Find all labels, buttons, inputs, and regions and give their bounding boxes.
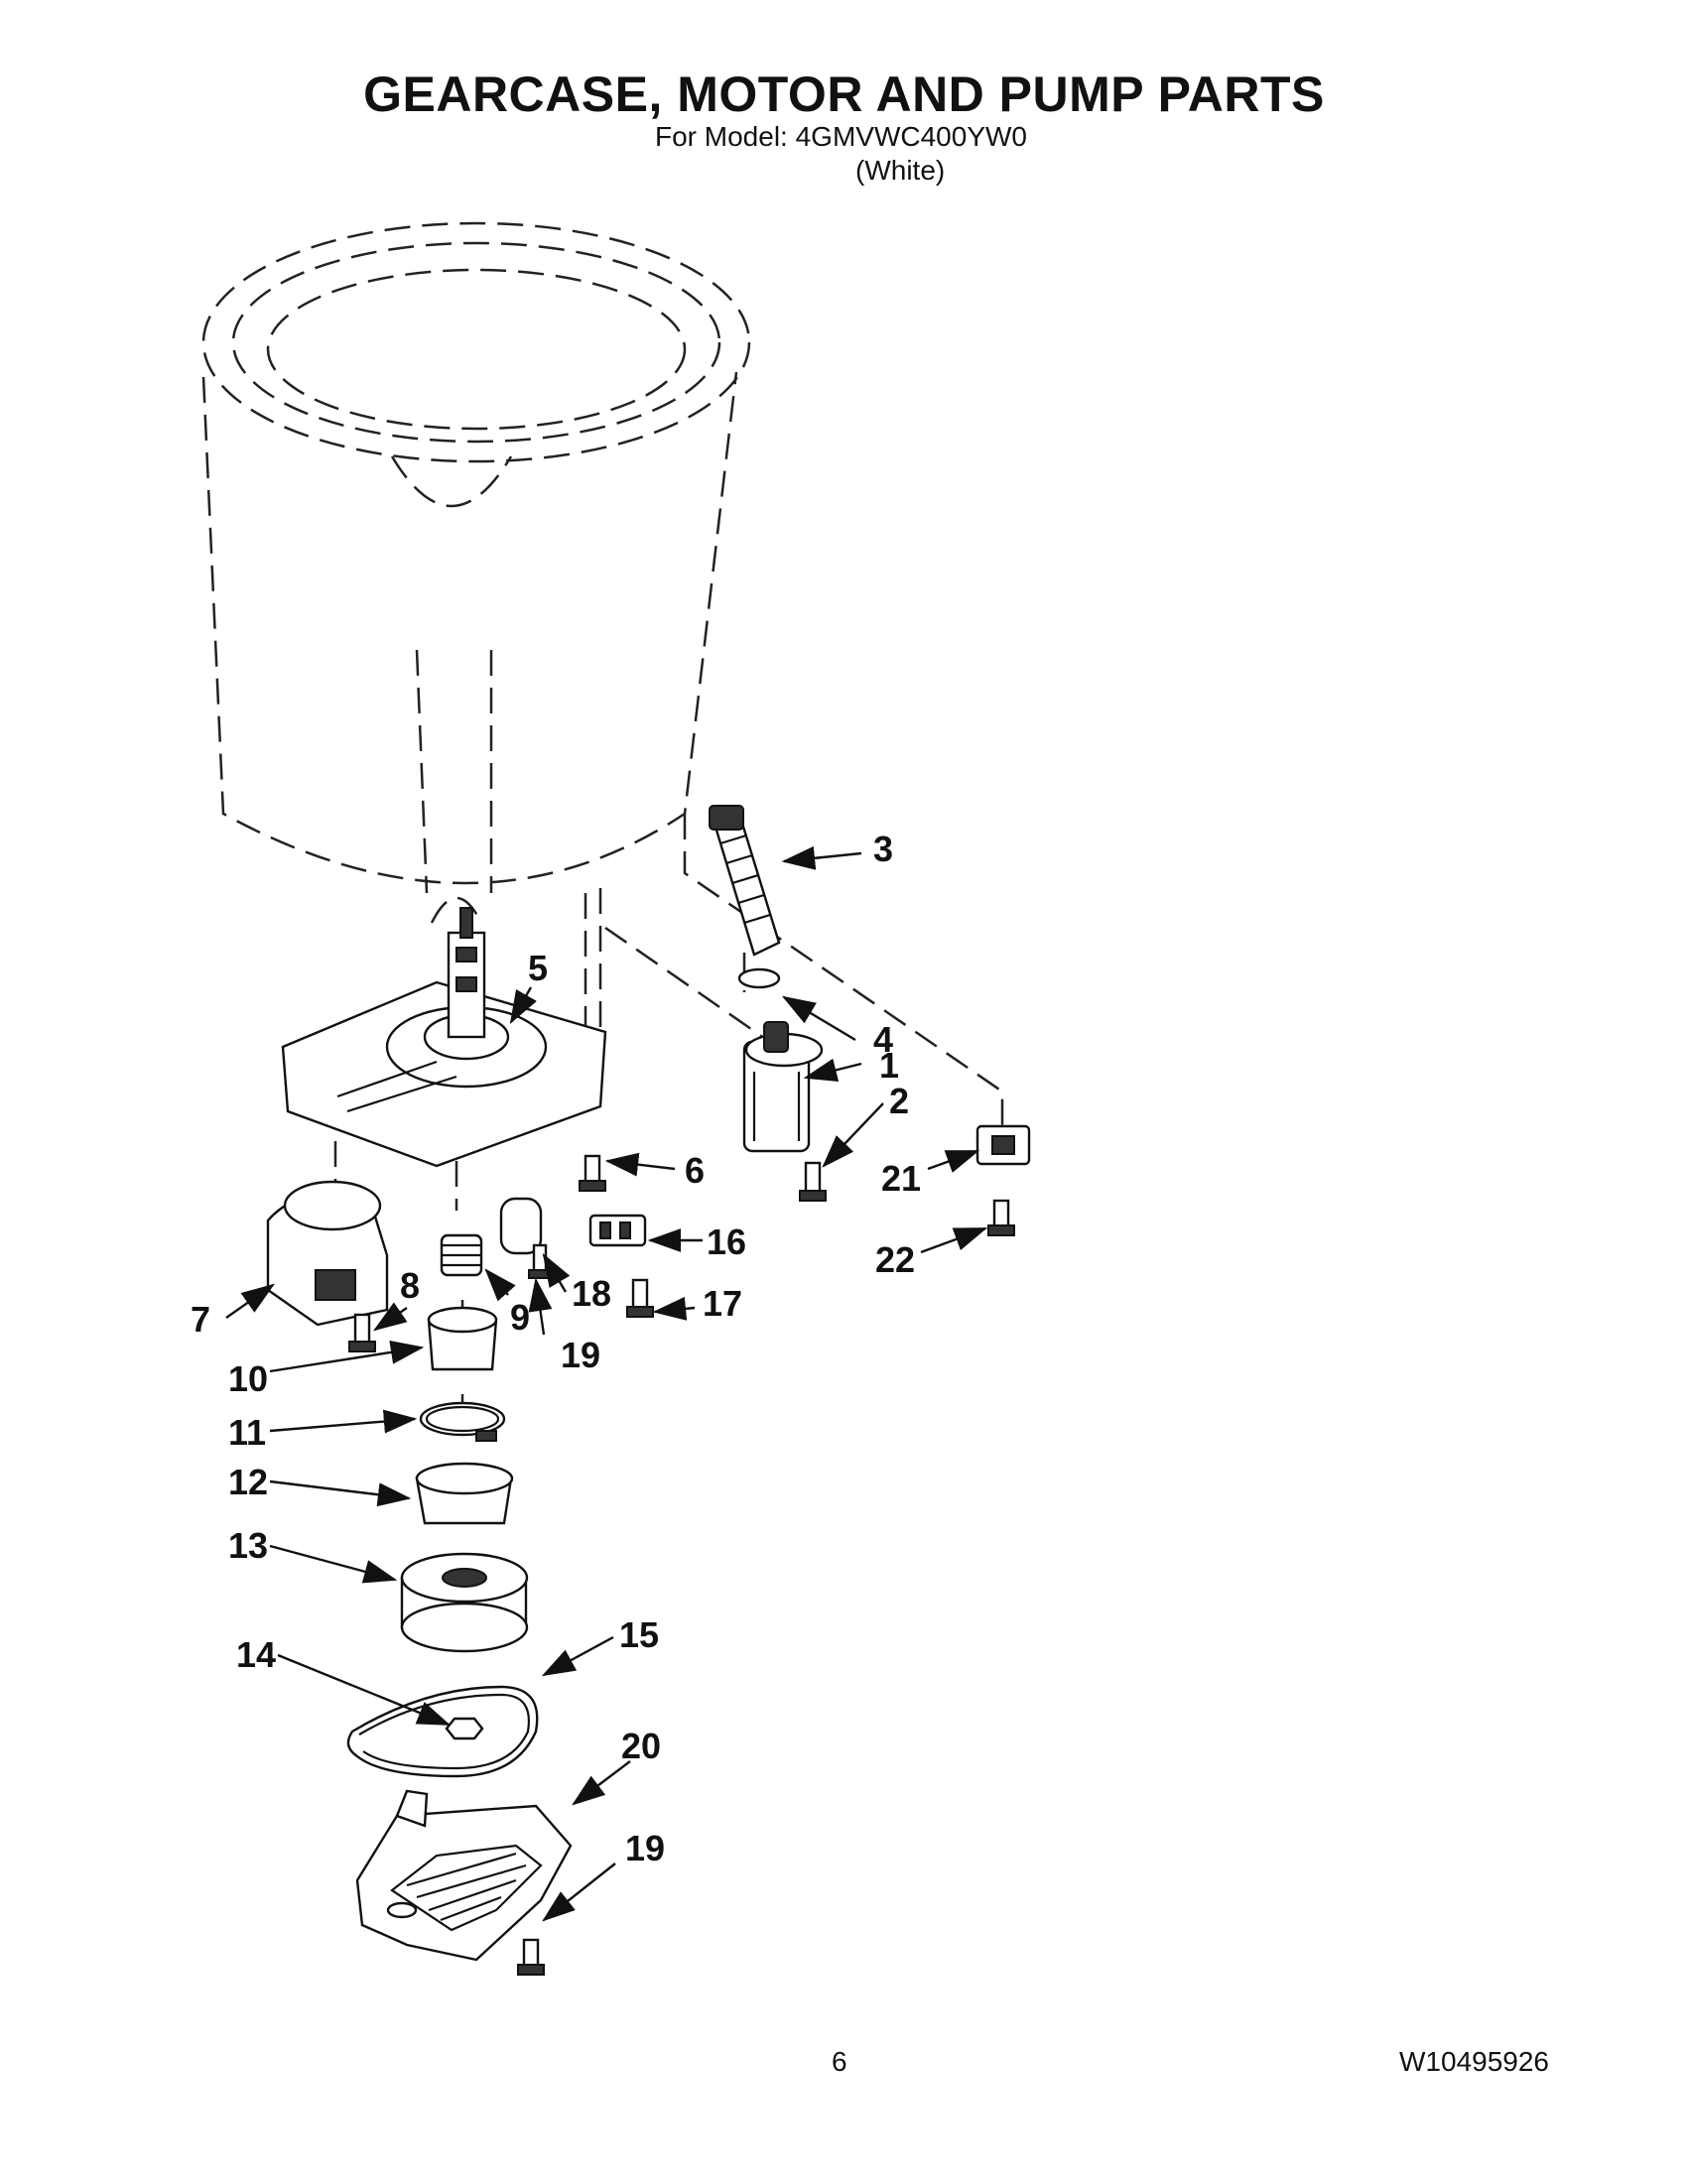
- page-number: 6: [832, 2046, 847, 2077]
- drive-motor: [266, 1180, 389, 1327]
- callout-14: 14: [236, 1634, 277, 1675]
- belt-shield: [355, 1789, 573, 1962]
- drive-belt: [346, 1685, 539, 1778]
- callout-1: 1: [879, 1045, 900, 1086]
- callout-19-lower: 19: [625, 1828, 666, 1868]
- capacitor: [499, 1197, 543, 1255]
- document-number: W10495926: [1399, 2046, 1550, 2077]
- pump-bracket: [975, 1124, 1031, 1166]
- callout-8: 8: [400, 1265, 421, 1306]
- model-line: For Model: 4GMVWC400YW0: [655, 121, 1027, 152]
- callout-17: 17: [703, 1283, 743, 1324]
- callout-2: 2: [889, 1081, 910, 1121]
- page-title: GEARCASE, MOTOR AND PUMP PARTS: [363, 66, 1325, 122]
- hose-clamp: [737, 967, 781, 989]
- washer-tub-outline: [201, 221, 751, 924]
- callout-6: 6: [685, 1150, 706, 1191]
- callout-20: 20: [621, 1726, 662, 1766]
- drain-hose: [709, 805, 781, 957]
- callout-7: 7: [191, 1299, 211, 1340]
- drive-pulley: [400, 1552, 529, 1653]
- clutch-spring: [440, 1233, 483, 1277]
- callout-18: 18: [572, 1273, 612, 1314]
- retaining-ring: [419, 1401, 506, 1442]
- pump-screw: [799, 1161, 827, 1202]
- callout-10: 10: [228, 1358, 269, 1399]
- pulley-nut: [445, 1717, 484, 1740]
- callout-4: 4: [873, 1019, 894, 1060]
- callout-3: 3: [873, 829, 894, 869]
- callout-19-upper: 19: [561, 1335, 601, 1375]
- bracket-screw: [987, 1199, 1015, 1236]
- callout-16: 16: [707, 1221, 747, 1262]
- connector-screw: [626, 1278, 654, 1318]
- drain-pump: [742, 1021, 824, 1153]
- callout-9: 9: [510, 1297, 531, 1338]
- gearcase-assembly: [281, 907, 607, 1168]
- model-variant: (White): [855, 155, 946, 186]
- callout-21: 21: [881, 1158, 922, 1199]
- callout-leader-lines: [225, 845, 988, 1922]
- clutch-hub: [415, 1462, 514, 1525]
- motor-screw: [348, 1313, 376, 1352]
- wire-connector: [588, 1214, 647, 1247]
- gearcase-screw: [579, 1154, 606, 1192]
- clutch-drum: [427, 1306, 498, 1371]
- callout-5: 5: [528, 948, 549, 988]
- callout-15: 15: [619, 1614, 660, 1655]
- callout-11: 11: [228, 1412, 267, 1453]
- shield-screw: [517, 1938, 545, 1976]
- callout-22: 22: [875, 1239, 916, 1280]
- callout-12: 12: [228, 1462, 269, 1502]
- callout-13: 13: [228, 1525, 269, 1566]
